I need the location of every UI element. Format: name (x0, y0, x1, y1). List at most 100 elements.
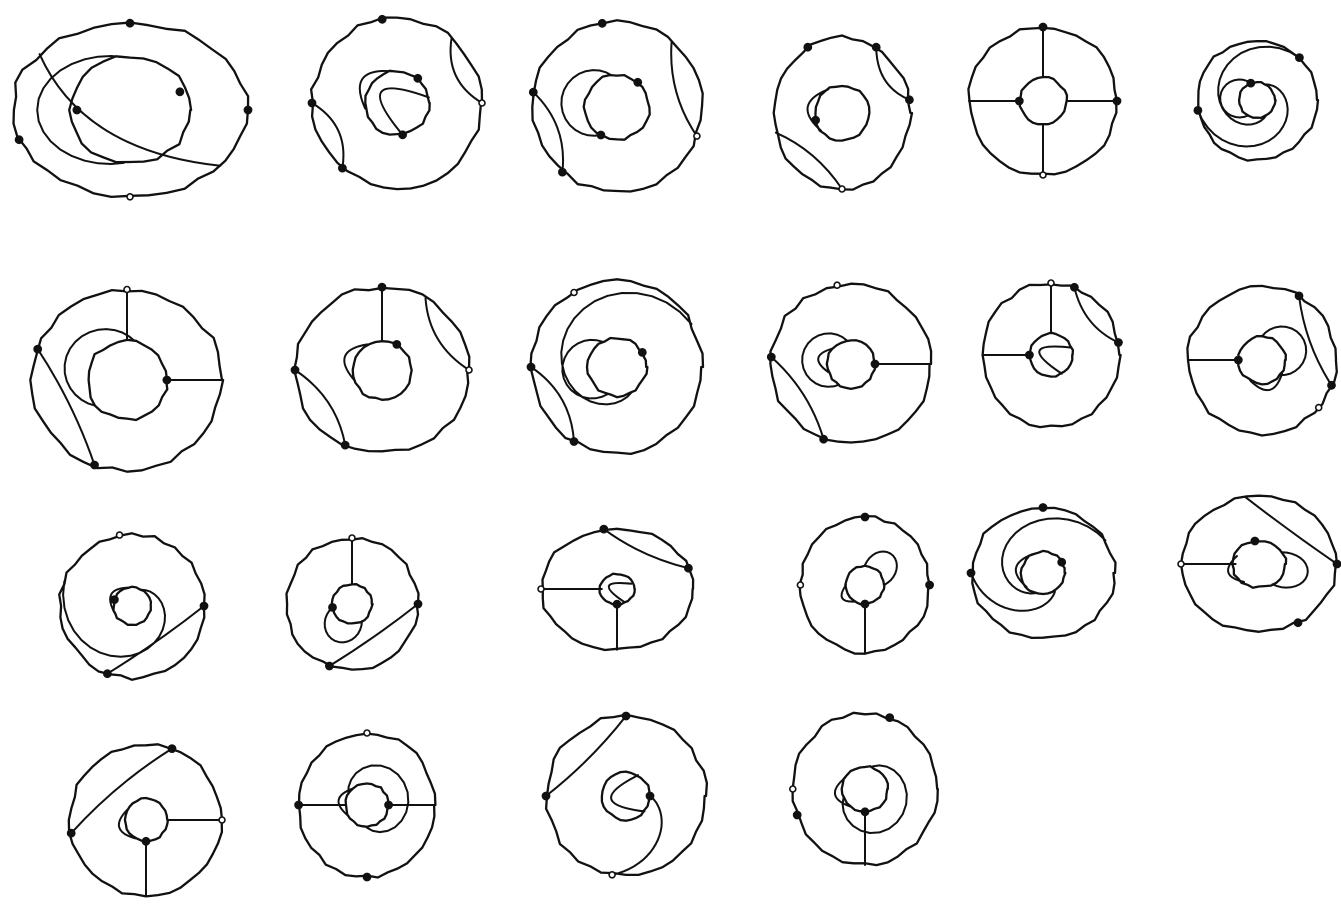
outer-vertex-dot (622, 712, 629, 719)
outer-vertex-dot (861, 513, 868, 520)
connecting-arc (426, 298, 470, 370)
outer-vertex-dot (308, 99, 315, 106)
outer-vertex-dot (16, 136, 23, 143)
connecting-arc (329, 604, 418, 666)
inner-boundary-circle (346, 784, 389, 827)
connecting-arc (561, 293, 691, 404)
ring-diagram-16 (797, 513, 933, 653)
outer-vertex-dot (363, 873, 370, 880)
connecting-arc (843, 765, 907, 833)
outer-vertex-dot (126, 20, 133, 27)
inner-vertex-dot (1235, 356, 1242, 363)
connecting-arc (609, 583, 632, 602)
inner-vertex-dot (1026, 351, 1033, 358)
inner-boundary-circle (1019, 77, 1067, 124)
outer-boundary-circle (532, 20, 702, 191)
outer-vertex-dot (839, 186, 845, 192)
inner-vertex-dot (142, 838, 149, 845)
connecting-arc (63, 581, 165, 656)
outer-vertex-dot (378, 284, 385, 291)
inner-boundary-circle (89, 340, 168, 420)
connecting-arc (40, 54, 221, 166)
outer-vertex-dot (466, 367, 472, 373)
inner-boundary-circle (1239, 82, 1276, 118)
outer-vertex-dot (694, 133, 700, 139)
inner-boundary-circle (113, 587, 150, 625)
inner-boundary-circle (125, 798, 168, 841)
outer-vertex-dot (1294, 619, 1301, 626)
connecting-arc (325, 607, 362, 642)
outer-vertex-dot (200, 602, 207, 609)
outer-vertex-dot (168, 745, 175, 752)
outer-vertex-dot (1039, 23, 1046, 30)
connecting-arc (1016, 554, 1032, 587)
connecting-arc (451, 38, 482, 103)
outer-vertex-dot (349, 535, 355, 541)
inner-vertex-dot (329, 604, 336, 611)
outer-vertex-dot (906, 96, 913, 103)
outer-vertex-dot (609, 872, 615, 878)
connecting-arc (776, 133, 842, 189)
outer-vertex-dot (571, 290, 577, 296)
inner-boundary-circle (816, 86, 870, 141)
outer-vertex-dot (1039, 504, 1046, 511)
outer-vertex-dot (599, 20, 606, 27)
ring-diagram-15 (538, 526, 693, 651)
outer-vertex-dot (820, 436, 827, 443)
outer-boundary-circle (972, 508, 1115, 638)
connecting-arc (312, 103, 343, 168)
inner-vertex-dot (1016, 97, 1023, 104)
outer-vertex-dot (794, 811, 801, 818)
outer-vertex-dot (1296, 54, 1303, 61)
ring-diagram-3 (530, 20, 703, 192)
outer-vertex-dot (542, 792, 549, 799)
inner-boundary-circle (332, 584, 373, 623)
connecting-arc (1002, 518, 1105, 593)
outer-vertex-dot (68, 830, 75, 837)
connecting-arc (38, 349, 95, 465)
outer-vertex-dot (600, 526, 607, 533)
outer-vertex-dot (834, 282, 840, 288)
outer-boundary-circle (14, 23, 249, 197)
inner-boundary-circle (69, 56, 191, 162)
outer-vertex-dot (1333, 560, 1340, 567)
inner-boundary-circle (587, 338, 647, 397)
outer-vertex-dot (414, 600, 421, 607)
inner-boundary-circle (842, 766, 888, 811)
inner-vertex-dot (399, 131, 406, 138)
outer-vertex-dot (1295, 292, 1302, 299)
inner-vertex-dot (1247, 80, 1254, 87)
connecting-arc (562, 340, 607, 399)
outer-vertex-dot (244, 106, 251, 113)
connecting-arc (561, 70, 611, 136)
outer-vertex-dot (91, 461, 98, 468)
outer-vertex-dot (326, 662, 333, 669)
connecting-arc (344, 344, 367, 380)
ring-diagram-20 (295, 730, 435, 881)
outer-vertex-dot (768, 353, 775, 360)
inner-boundary-circle (845, 566, 884, 605)
inner-vertex-dot (646, 792, 653, 799)
outer-vertex-dot (685, 565, 692, 572)
inner-boundary-circle (827, 340, 876, 389)
outer-vertex-dot (291, 366, 298, 373)
outer-vertex-dot (1048, 280, 1054, 286)
connecting-arc (611, 775, 644, 811)
outer-vertex-dot (127, 194, 133, 200)
ring-diagram-18 (1178, 496, 1341, 632)
inner-vertex-dot (111, 596, 118, 603)
inner-vertex-dot (1251, 537, 1258, 544)
inner-boundary-circle (602, 772, 650, 821)
inner-vertex-dot (639, 349, 646, 356)
connecting-arc (971, 573, 1055, 611)
ring-diagram-6 (1194, 41, 1318, 161)
outer-vertex-dot (1040, 172, 1046, 178)
ring-diagram-8 (291, 284, 472, 452)
outer-boundary-circle (546, 715, 707, 875)
outer-vertex-dot (364, 730, 370, 736)
ring-diagram-22 (790, 713, 938, 865)
inner-boundary-circle (1238, 336, 1286, 384)
inner-vertex-dot (393, 341, 400, 348)
inner-vertex-dot (1058, 559, 1065, 566)
